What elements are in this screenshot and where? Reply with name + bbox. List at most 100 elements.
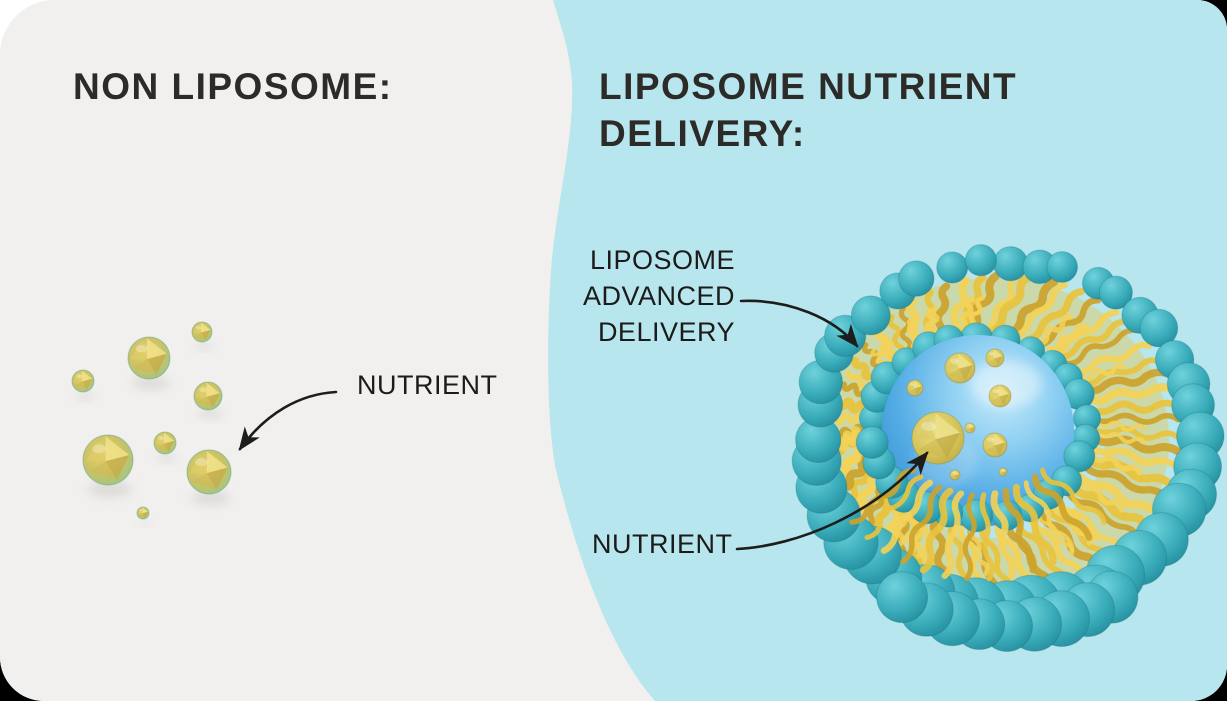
particle-shine (92, 444, 107, 454)
lipid-tail (834, 397, 869, 414)
particle-shadow (197, 409, 223, 419)
lipid-tail (898, 305, 913, 353)
lipid-tail (880, 479, 934, 554)
lipid-tail (1084, 383, 1176, 406)
membrane-bead (936, 251, 969, 284)
lipid-tail (1002, 487, 1037, 574)
nutrient-particle (985, 348, 1005, 368)
lipid-tail (962, 492, 977, 582)
lipid-tail (983, 273, 1022, 333)
nutrient-particle (153, 431, 177, 455)
liposome-illustration (791, 244, 1225, 652)
membrane-bead (898, 260, 935, 297)
particle-shine (987, 437, 995, 442)
particle-facet (206, 467, 228, 490)
particle-facet (986, 445, 1000, 455)
lipid-tail (1055, 317, 1130, 361)
lipid-tail (1091, 425, 1182, 441)
particle-facet (206, 393, 220, 408)
particle-facet (958, 353, 973, 369)
particle-facet (984, 436, 994, 446)
particle-facet (969, 427, 975, 432)
particle-facet (85, 441, 106, 462)
lipid-tail (842, 446, 864, 471)
particle-facet (201, 322, 211, 333)
lipid-tail (1070, 341, 1153, 377)
particle-facet (950, 471, 955, 476)
outer-heads-front-row (876, 570, 1139, 652)
lipid-tail (1036, 297, 1102, 349)
lipid-tail (1079, 362, 1127, 382)
particle-facet (189, 455, 207, 474)
nutrient-particle (998, 467, 1008, 477)
lipid-tail (1075, 471, 1162, 519)
particle-shine (158, 436, 165, 441)
non-liposome-heading: NON LIPOSOME: (73, 66, 393, 107)
liposome-delivery-heading: LIPOSOME NUTRIENT DELIVERY: (599, 66, 1018, 154)
particle-shadow (139, 521, 151, 525)
particle-shine (195, 458, 208, 467)
particle-shine (909, 382, 915, 386)
particle-facet (918, 439, 948, 459)
nutrient-particle (906, 379, 924, 397)
liposome-adv-line-3: DELIVERY (597, 317, 735, 347)
lipid-tail (1024, 287, 1085, 344)
liposome-advanced-delivery-label: LIPOSOME ADVANCED DELIVERY (505, 242, 735, 350)
particle-shadow (75, 392, 95, 400)
nutrient-particle (964, 422, 976, 434)
particle-facet (1000, 472, 1005, 476)
particle-shine (135, 344, 148, 353)
particle-facet (998, 385, 1010, 397)
nutrient-label-left: NUTRIENT (357, 370, 498, 400)
particle-facet (914, 386, 922, 395)
particle-facet (994, 356, 1003, 366)
membrane-bead (1098, 275, 1133, 310)
particle-facet (999, 469, 1003, 473)
particle-facet (206, 382, 220, 397)
particle-facet (193, 324, 201, 333)
lipid-tail (1040, 467, 1107, 525)
membrane-bead (1139, 308, 1179, 348)
lipid-tail (849, 467, 917, 525)
particle-facet (201, 330, 211, 340)
lipid-tail (1095, 430, 1147, 445)
lipid-tail (1090, 451, 1143, 476)
particle-facet (909, 388, 918, 395)
particle-facet (969, 423, 975, 429)
particle-facet (935, 432, 961, 459)
particle-facet (907, 382, 915, 389)
nutrient-particle (82, 434, 134, 486)
particle-facet (105, 436, 130, 462)
lipid-tail (887, 314, 906, 358)
lipid-tail (1013, 281, 1068, 339)
particle-facet (991, 396, 1004, 405)
particle-facet (994, 349, 1003, 359)
lipid-tail (1062, 327, 1139, 367)
nutrient-particle (191, 321, 213, 343)
particle-shadow (132, 376, 170, 390)
particle-shadow (195, 342, 213, 350)
membrane-bead (964, 244, 998, 277)
membrane-bead (1063, 440, 1096, 473)
nutrient-particle (71, 369, 95, 393)
nutrient-particle (944, 352, 976, 384)
particle-facet (954, 470, 960, 476)
annotation-arrows (238, 299, 929, 551)
particle-facet (951, 475, 957, 479)
particle-facet (1002, 471, 1007, 476)
particle-facet (74, 381, 87, 390)
lipid-tail (1068, 480, 1152, 533)
lipid-tail (1012, 484, 1057, 566)
particle-shine (993, 389, 1000, 394)
particle-shine (951, 471, 955, 474)
lipid-tail (839, 429, 861, 447)
particle-facet (81, 370, 93, 382)
particle-facet (958, 365, 973, 380)
lipid-tail (882, 335, 898, 359)
arrow-liposome-advanced (739, 299, 859, 348)
particle-facet (194, 332, 206, 340)
lipid-tail (1088, 399, 1180, 416)
membrane-bead (1046, 251, 1078, 283)
